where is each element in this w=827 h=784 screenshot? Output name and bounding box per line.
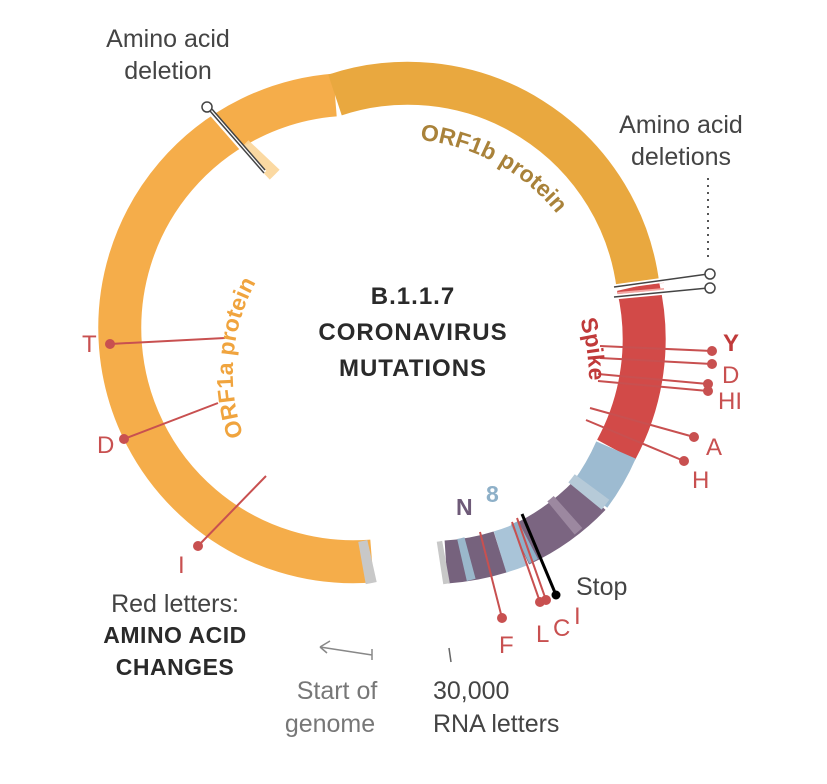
diagram-title: B.1.1.7 CORONAVIRUS MUTATIONS [318, 283, 507, 382]
stop-label: Stop [576, 573, 627, 601]
legend: Red letters: AMINO ACID CHANGES [103, 590, 246, 680]
svg-text:Start of: Start of [297, 677, 378, 705]
start-of-genome: Start of genome [285, 640, 378, 738]
svg-text:genome: genome [285, 710, 375, 738]
accessory-blue-segment [572, 441, 636, 508]
mutation-letters-left: T D I [82, 331, 185, 579]
svg-text:H: H [692, 467, 709, 494]
deletion-marker-orf1a [201, 101, 267, 175]
stop-pin [520, 513, 561, 600]
mutation-pins-spike [585, 345, 717, 466]
svg-text:Amino acid: Amino acid [106, 25, 230, 53]
svg-text:T: T [82, 331, 97, 358]
svg-text:A: A [706, 434, 722, 461]
deletions-note-right: Amino acid deletions [619, 111, 743, 171]
svg-text:B.1.1.7: B.1.1.7 [371, 283, 455, 310]
deletion-markers-spike [613, 178, 716, 300]
end-of-genome: 30,000 RNA letters [433, 647, 559, 738]
mutation-letters-spike: Y D HI A H [692, 330, 742, 494]
spike-segment [596, 281, 666, 461]
svg-text:MUTATIONS: MUTATIONS [339, 355, 487, 382]
orf1b-segment [328, 61, 660, 289]
svg-text:deletions: deletions [631, 143, 731, 171]
svg-text:CORONAVIRUS: CORONAVIRUS [318, 319, 507, 346]
svg-text:I: I [178, 552, 185, 579]
svg-text:L: L [536, 621, 549, 648]
svg-text:AMINO ACID: AMINO ACID [103, 622, 246, 648]
mutation-letters-bottom: F L C I [499, 603, 581, 659]
n-segment [444, 531, 507, 584]
deletion-note-top: Amino acid deletion [106, 25, 230, 85]
svg-text:Y: Y [723, 330, 739, 357]
svg-text:C: C [553, 615, 570, 642]
svg-text:HI: HI [718, 388, 742, 415]
svg-text:F: F [499, 632, 514, 659]
orf1a-label: ORF1a protein [212, 273, 261, 442]
mutation-pins-bottom [479, 517, 551, 623]
svg-text:Red letters:: Red letters: [111, 590, 239, 618]
svg-text:I: I [574, 603, 581, 630]
svg-text:D: D [722, 362, 739, 389]
n-label: N [456, 494, 473, 520]
spike-label: Spike [575, 315, 610, 381]
svg-text:30,000: 30,000 [433, 677, 509, 705]
svg-text:deletion: deletion [124, 57, 212, 85]
svg-text:Amino acid: Amino acid [619, 111, 743, 139]
svg-text:RNA letters: RNA letters [433, 710, 559, 738]
orf8-label: 8 [486, 481, 499, 507]
orf8-segment [493, 524, 529, 573]
svg-text:CHANGES: CHANGES [116, 654, 235, 680]
svg-text:D: D [97, 432, 114, 459]
mutation-pins-left [105, 337, 267, 551]
